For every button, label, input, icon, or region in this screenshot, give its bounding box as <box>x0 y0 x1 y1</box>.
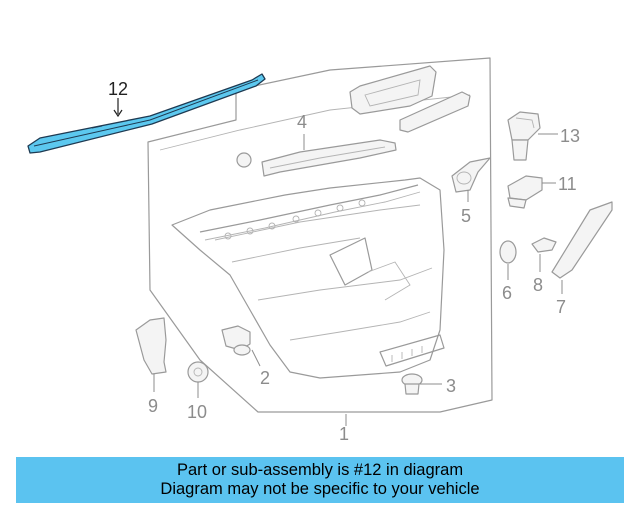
bracket-part-9 <box>135 317 167 375</box>
callout-10: 10 <box>187 402 207 422</box>
info-banner: Part or sub-assembly is #12 in diagram D… <box>16 457 624 503</box>
callout-11: 11 <box>558 174 577 194</box>
switch-assembly-part-13 <box>507 111 541 161</box>
grommet-part-10 <box>187 361 209 383</box>
callout-5: 5 <box>461 206 471 226</box>
callout-7: 7 <box>556 297 566 317</box>
banner-line-2: Diagram may not be specific to your vehi… <box>160 480 480 498</box>
door-handle-insert <box>349 65 471 133</box>
callout-6: 6 <box>502 283 512 303</box>
switch-part-11 <box>507 175 543 209</box>
callout-4: 4 <box>297 112 307 132</box>
cap-part <box>236 152 252 168</box>
callout-12: 12 <box>108 79 128 99</box>
upper-trim-strip-part-4 <box>261 139 397 177</box>
belt-weatherstrip-part-12 <box>27 73 266 154</box>
callout-13: 13 <box>560 126 580 146</box>
callout-9: 9 <box>148 396 158 416</box>
push-pin-part-3 <box>401 373 423 395</box>
banner-line-1: Part or sub-assembly is #12 in diagram <box>176 461 464 479</box>
clip-part-2 <box>221 325 251 356</box>
speaker-cover-part-5 <box>451 157 491 193</box>
door-panel-part-1 <box>147 57 493 413</box>
callout-3: 3 <box>446 376 456 396</box>
callout-2: 2 <box>260 368 270 388</box>
callout-8: 8 <box>533 275 543 295</box>
pillar-trim-part-7 <box>551 201 613 279</box>
plug-part-6 <box>499 240 517 264</box>
parts-diagram: 1 2 3 4 5 6 7 8 9 10 11 12 13 <box>27 57 613 444</box>
callout-1: 1 <box>339 424 349 444</box>
retainer-part-8 <box>531 237 557 253</box>
